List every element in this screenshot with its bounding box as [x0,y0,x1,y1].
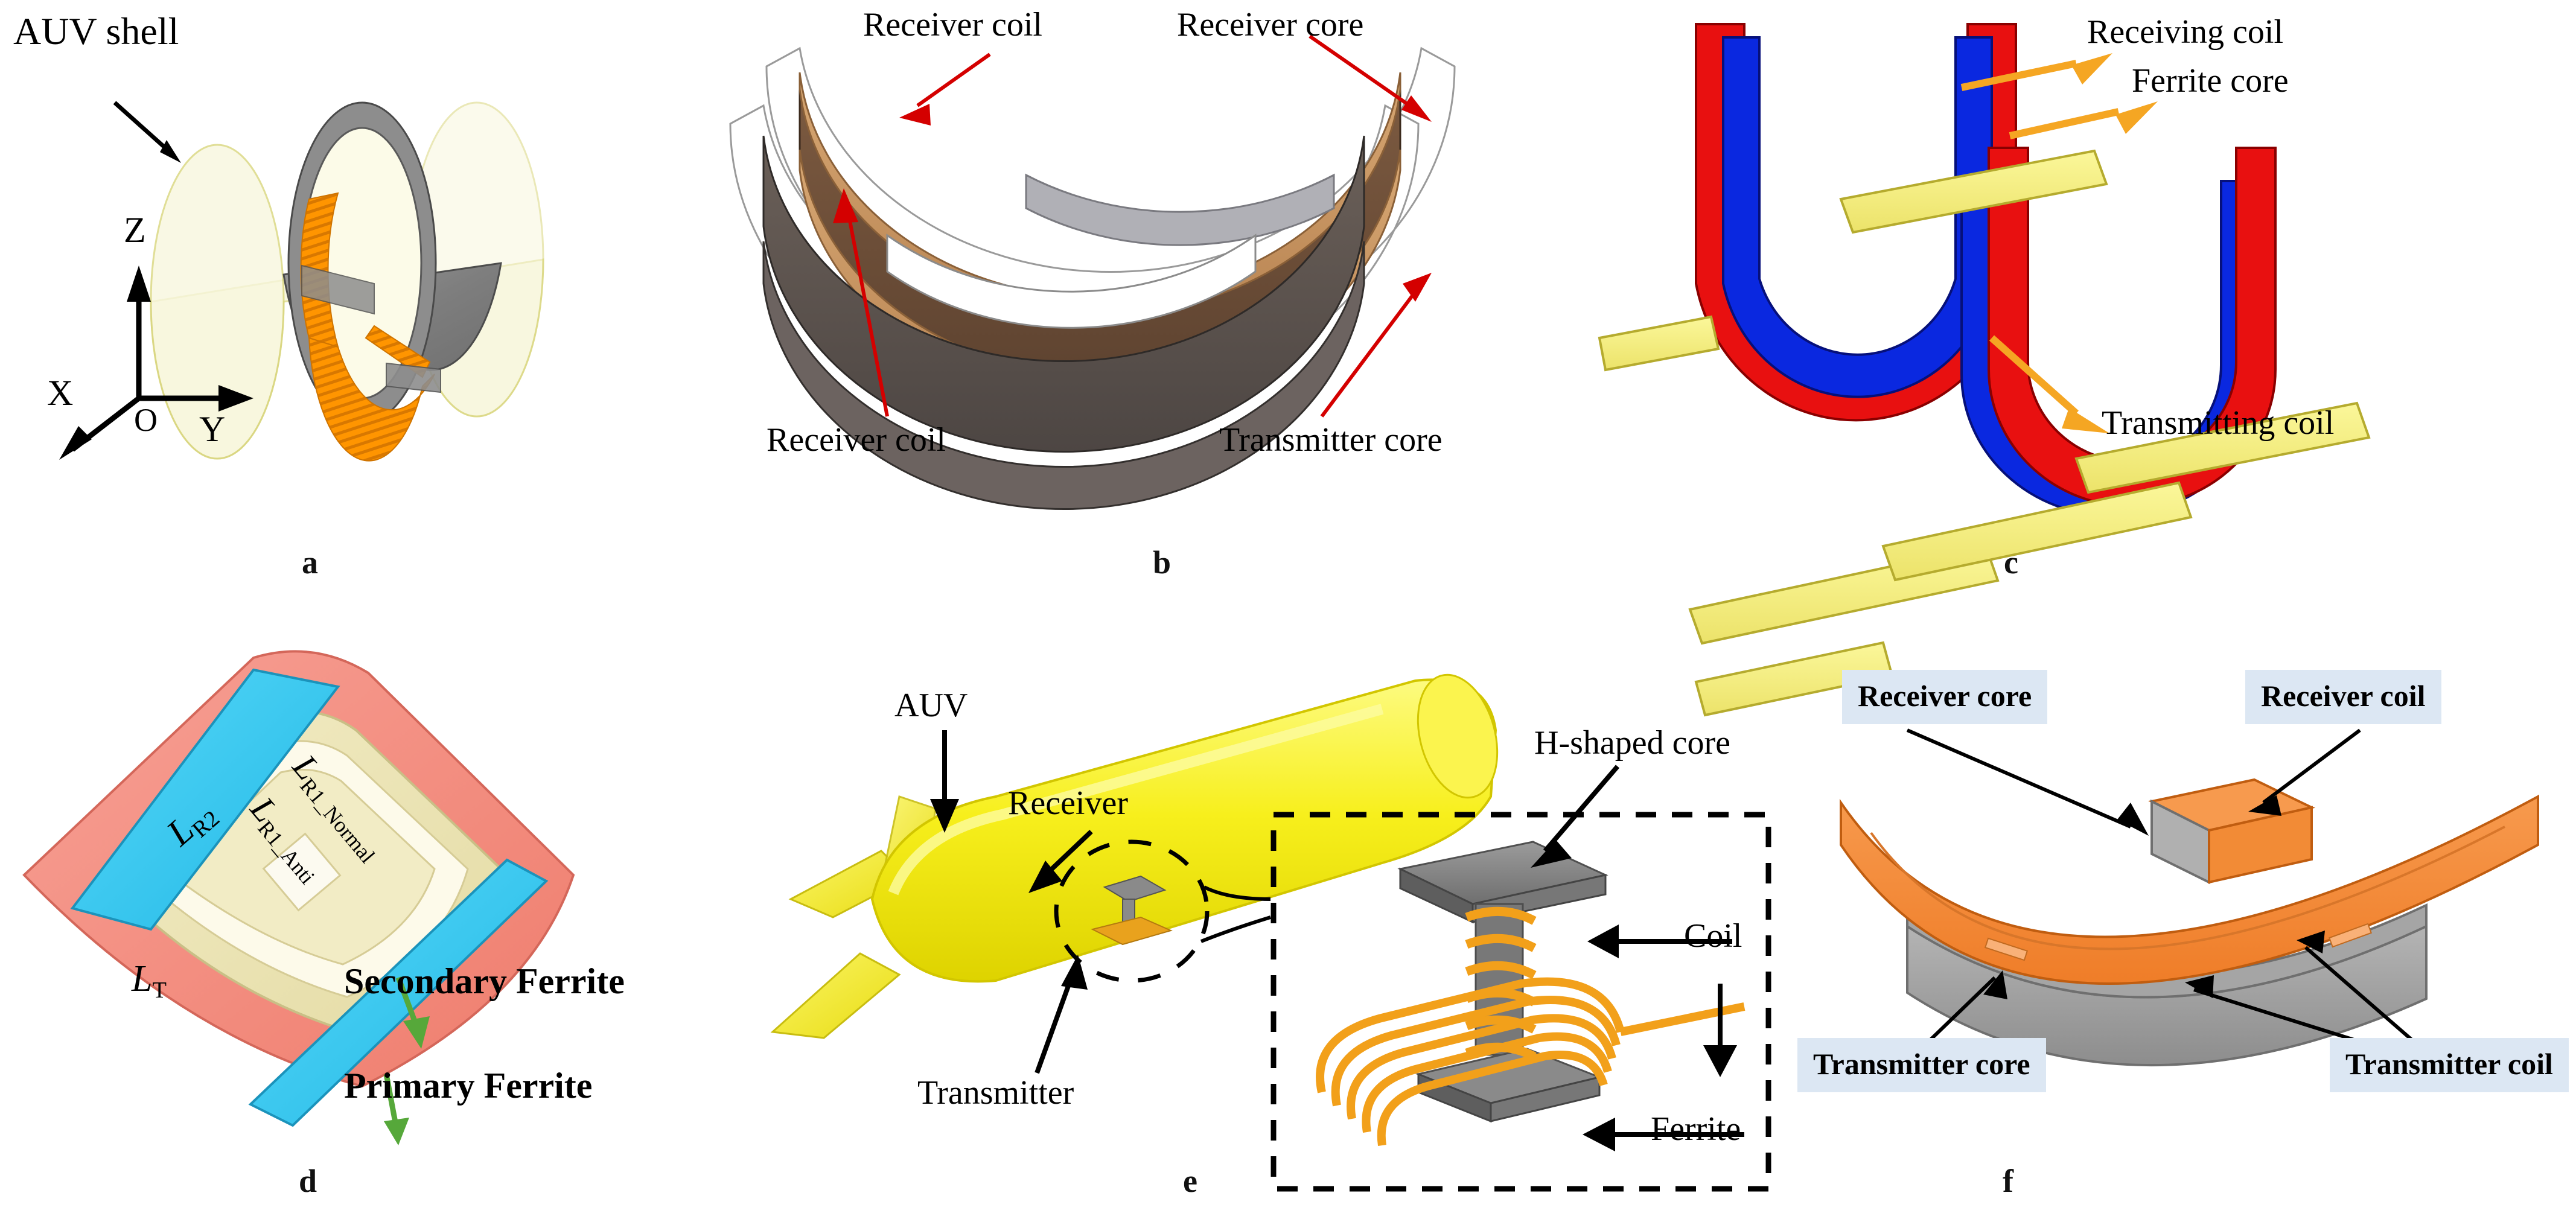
panel-b-label-transmitter-core: Transmitter core [1219,421,1443,459]
panel-f-label-receiver-coil: Receiver coil [2245,670,2441,724]
panel-caption-e: e [1183,1163,1197,1199]
arrow-head-rx-coil-bottom [833,188,858,223]
panel-c-graphic [1598,23,2371,717]
arrow-head-ferrite-core [2115,101,2158,134]
transmitter-core [762,135,1365,510]
arrow-head-transmitter-coil-1 [2297,931,2325,953]
axis-label-origin: O [134,402,158,438]
panel-d-label-secondary-ferrite: Secondary Ferrite [344,961,625,1001]
panel-e-label-ferrite: Ferrite [1651,1110,1741,1148]
arrow-head-transmitter [1061,955,1088,990]
axis-label-z: Z [124,210,146,250]
panel-e-graphic [770,673,1771,1192]
auv-shell-label: AUV shell [13,10,179,53]
axis-arrow-x [59,426,92,460]
spiral-coil [1316,977,1745,1147]
leader-arrows [846,34,1423,418]
panel-d-graphic [22,650,575,1145]
axis-label-x: X [47,373,74,413]
arrow-head-ferrite [1583,1118,1615,1151]
arrow-head-receiver-coil [2248,795,2281,816]
callout-connectors [1200,885,1271,943]
panel-a-graphic [59,101,544,462]
panel-a: AUV shell Z X Y O [0,0,676,543]
panel-e-label-auv: AUV [894,687,968,724]
panel-d-label-primary-ferrite: Primary Ferrite [344,1066,593,1106]
arrow-head-receiver-core [2117,803,2149,836]
panel-f-label-receiver-core: Receiver core [1842,670,2048,724]
arrow-head-primary-ferrite [384,1118,409,1145]
panel-caption-f: f [2003,1163,2013,1199]
panel-f-label-transmitter-core: Transmitter core [1797,1038,2046,1092]
panel-e-label-h-shaped-core: H-shaped core [1534,724,1730,762]
arrow-head-coil-down [1703,1045,1737,1077]
arrow-head-rx-core [1401,95,1432,122]
arrow-head-h-core [1531,840,1572,868]
ferrite-pointer-arrows [383,976,419,1123]
ferrite-bars [1598,149,2371,717]
leader-arrows [1960,60,2120,416]
receiver-block [2148,778,2316,885]
panel-e-label-transmitter: Transmitter [917,1074,1074,1112]
panel-f-label-transmitter-coil: Transmitter coil [2330,1038,2569,1092]
axis-arrow-z [127,266,151,302]
arrow-head-transmitter-coil-2 [2185,975,2214,998]
callout-circle [1054,839,1210,983]
panel-c-label-transmitting-coil: Transmitting coil [2102,404,2335,442]
arrow-head-receiver [1028,861,1062,893]
panel-e-label-coil: Coil [1684,917,1742,955]
ring-coil [300,192,441,462]
panel-f-graphic [1840,728,2539,1070]
arrow-head-receiving-coil [2071,53,2112,84]
arrow-head-auv [930,799,959,833]
panel-e: AUV Receiver Transmitter H-shaped core C… [742,616,1771,1192]
secondary-ferrite-bars [70,668,549,1127]
panel-f: Receiver core Receiver coil Transmitter … [1787,652,2576,1159]
arrow-head-secondary-ferrite [403,1016,430,1049]
arrow-head-transmitter-core [1983,970,2007,999]
panel-caption-c: c [2004,544,2018,581]
arrow-head-transmitting-coil [2062,408,2109,433]
panel-b-label-receiver-coil-top: Receiver coil [863,6,1042,43]
panel-d: LR2 LR1_Normal LR1_Anti LT Secondary Fer… [0,616,724,1159]
h-shaped-core-assembly [1316,841,1745,1147]
panel-c-label-ferrite-core: Ferrite core [2132,62,2289,100]
arrow-head-coil-left [1587,924,1619,958]
inset-label-arrows [1543,765,1744,1137]
auv-shell-leader-arrow [113,101,181,163]
panel-caption-d: d [299,1163,317,1199]
arrow-head-tx-core [1403,273,1432,302]
axis-arrow-y [218,385,253,412]
panel-c-label-receiving-coil: Receiving coil [2087,13,2284,51]
transmitter-coil-arc [1840,794,2539,985]
auv-body [870,673,1499,983]
panel-caption-a: a [302,544,318,581]
panel-b: Receiver coil Receiver core Receiver coi… [688,0,1569,543]
panel-b-label-receiver-core: Receiver core [1177,6,1364,43]
arrow-head-rx-coil-top [899,104,931,126]
panel-c: Receiving coil Ferrite core Transmitting… [1598,0,2576,717]
panel-caption-b: b [1153,544,1172,581]
panel-b-graphic [729,34,1456,510]
receiver-transmitter-module [1091,875,1173,946]
panel-d-label-lt: LT [132,958,167,1003]
panel-e-label-receiver: Receiver [1008,784,1128,822]
panel-b-label-receiver-coil-bottom: Receiver coil [767,421,946,459]
axis-label-y: Y [199,409,226,449]
